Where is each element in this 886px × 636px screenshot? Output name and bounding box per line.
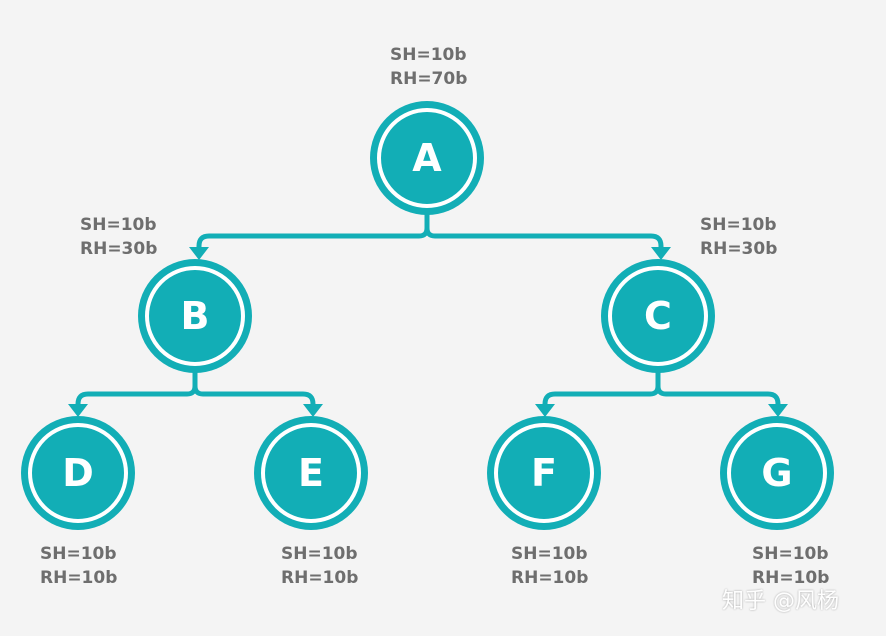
node-g-stats: SH=10b RH=10b <box>752 542 829 590</box>
node-g-sh: SH=10b <box>752 544 829 564</box>
edge-c-f <box>542 367 661 413</box>
arrowhead-e <box>303 404 323 417</box>
node-d: D <box>21 416 135 530</box>
watermark: 知乎 @风杨 <box>722 589 839 614</box>
node-b-label: B <box>180 294 210 338</box>
node-c: C <box>601 259 715 373</box>
node-e-rh: RH=10b <box>281 568 359 588</box>
arrowhead-b <box>189 247 209 260</box>
node-c-label: C <box>644 294 672 338</box>
node-g-label: G <box>761 451 793 495</box>
node-f-sh: SH=10b <box>511 544 588 564</box>
node-f-ring <box>494 423 594 523</box>
node-a-rh: RH=70b <box>390 69 468 89</box>
node-e-ring <box>261 423 361 523</box>
node-c-sh: SH=10b <box>700 215 777 235</box>
edge-b-d <box>75 367 198 413</box>
node-a-label: A <box>412 136 442 180</box>
node-c-rh: RH=30b <box>700 239 778 259</box>
node-f-label: F <box>531 451 557 495</box>
node-f-stats: SH=10b RH=10b <box>511 542 588 590</box>
node-d-stats: SH=10b RH=10b <box>40 542 117 590</box>
node-a-sh: SH=10b <box>390 45 467 65</box>
node-b: B <box>138 259 252 373</box>
node-c-ring <box>608 266 708 366</box>
node-a-stats: SH=10b RH=70b <box>390 43 467 91</box>
arrowhead-f <box>535 404 555 417</box>
node-f: F <box>487 416 601 530</box>
arrowhead-g <box>768 404 788 417</box>
edge-a-c <box>424 225 664 256</box>
node-e-stats: SH=10b RH=10b <box>281 542 358 590</box>
node-f-rh: RH=10b <box>511 568 589 588</box>
node-g: G <box>720 416 834 530</box>
node-g-rh: RH=10b <box>752 568 830 588</box>
node-d-ring <box>28 423 128 523</box>
node-b-ring <box>145 266 245 366</box>
node-c-stats: SH=10b RH=30b <box>700 213 777 261</box>
edge-b-e <box>192 383 316 413</box>
edge-a-b <box>196 209 430 256</box>
node-d-rh: RH=10b <box>40 568 118 588</box>
arrowhead-c <box>651 247 671 260</box>
node-a: A <box>370 101 484 215</box>
node-b-rh: RH=30b <box>80 239 158 259</box>
edge-c-g <box>655 383 781 413</box>
node-a-ring <box>377 108 477 208</box>
node-b-sh: SH=10b <box>80 215 157 235</box>
node-e-label: E <box>298 451 324 495</box>
node-e: E <box>254 416 368 530</box>
node-d-sh: SH=10b <box>40 544 117 564</box>
node-g-ring <box>727 423 827 523</box>
arrowhead-d <box>68 404 88 417</box>
node-e-sh: SH=10b <box>281 544 358 564</box>
node-b-stats: SH=10b RH=30b <box>80 213 157 261</box>
node-d-label: D <box>62 451 94 495</box>
